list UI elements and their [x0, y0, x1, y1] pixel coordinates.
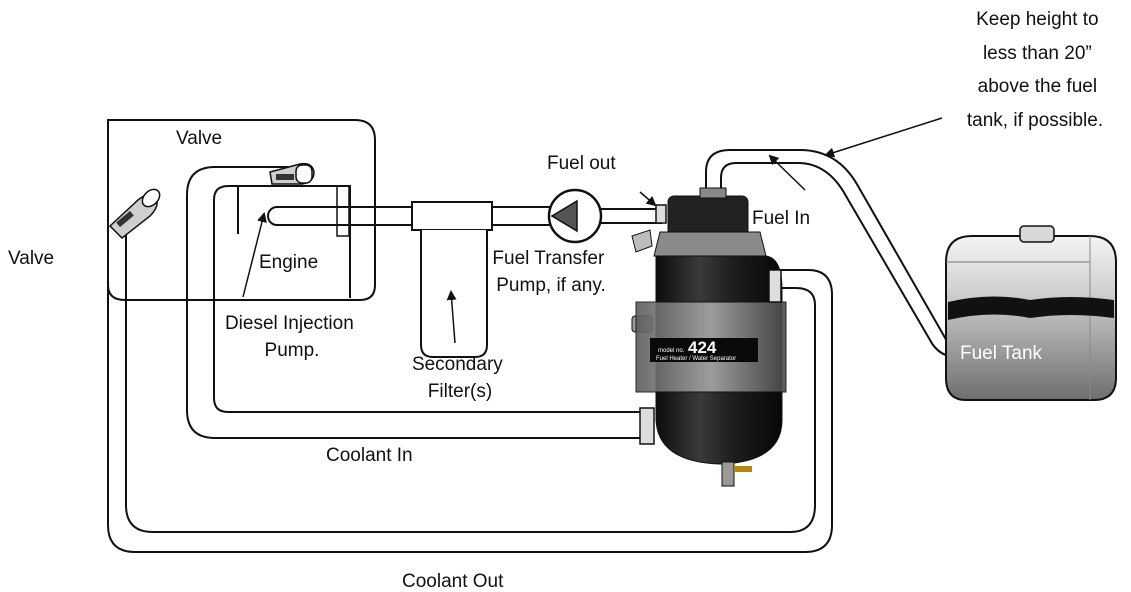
- coolant-in-hose: [186, 166, 640, 439]
- fuel-line-to-engine: [267, 206, 662, 226]
- label-engine: Engine: [259, 252, 318, 273]
- label-secondary-filter-line-1: Secondary: [412, 354, 503, 375]
- label-fuel-transfer-pump-line-1: Fuel Transfer: [492, 248, 605, 269]
- label-fuel-transfer-pump: Fuel Transfer Pump, if any.: [492, 248, 609, 296]
- label-valve-left: Valve: [8, 248, 54, 269]
- label-height-note-line-2: less than 20”: [983, 43, 1092, 64]
- label-coolant-in: Coolant In: [326, 445, 413, 466]
- label-fuel-in: Fuel In: [752, 208, 810, 229]
- fuel-heater-water-separator: [631, 187, 787, 487]
- label-height-note: Keep height to less than 20” above the f…: [967, 9, 1104, 131]
- label-height-note-line-3: above the fuel: [978, 76, 1097, 97]
- label-valve-top: Valve: [176, 128, 222, 149]
- label-fuel-out: Fuel out: [547, 153, 616, 174]
- unit-model-prefix: model no.: [658, 348, 685, 354]
- callout-arrows: [242, 117, 943, 344]
- label-fuel-transfer-pump-line-2: Pump, if any.: [496, 275, 605, 296]
- unit-product-name: Fuel Heater / Water Separator: [656, 356, 736, 362]
- label-coolant-out: Coolant Out: [402, 571, 504, 592]
- label-diesel-injection-pump-line-2: Pump.: [265, 340, 320, 361]
- coolant-out-hose: [107, 230, 833, 553]
- label-secondary-filter: Secondary Filter(s): [412, 354, 508, 402]
- label-height-note-line-4: tank, if possible.: [967, 110, 1103, 131]
- valve-left: [108, 188, 161, 240]
- fuel-tank: [945, 225, 1117, 401]
- valve-top: [269, 162, 315, 185]
- label-diesel-injection-pump-line-1: Diesel Injection: [225, 313, 354, 334]
- label-fuel-tank: Fuel Tank: [960, 343, 1043, 364]
- label-height-note-line-1: Keep height to: [976, 9, 1099, 30]
- secondary-filter: [411, 201, 493, 358]
- fuel-transfer-pump: [547, 188, 603, 244]
- label-diesel-injection-pump: Diesel Injection Pump.: [225, 313, 359, 361]
- label-secondary-filter-line-2: Filter(s): [428, 381, 492, 402]
- unit-model-number: 424: [688, 338, 717, 357]
